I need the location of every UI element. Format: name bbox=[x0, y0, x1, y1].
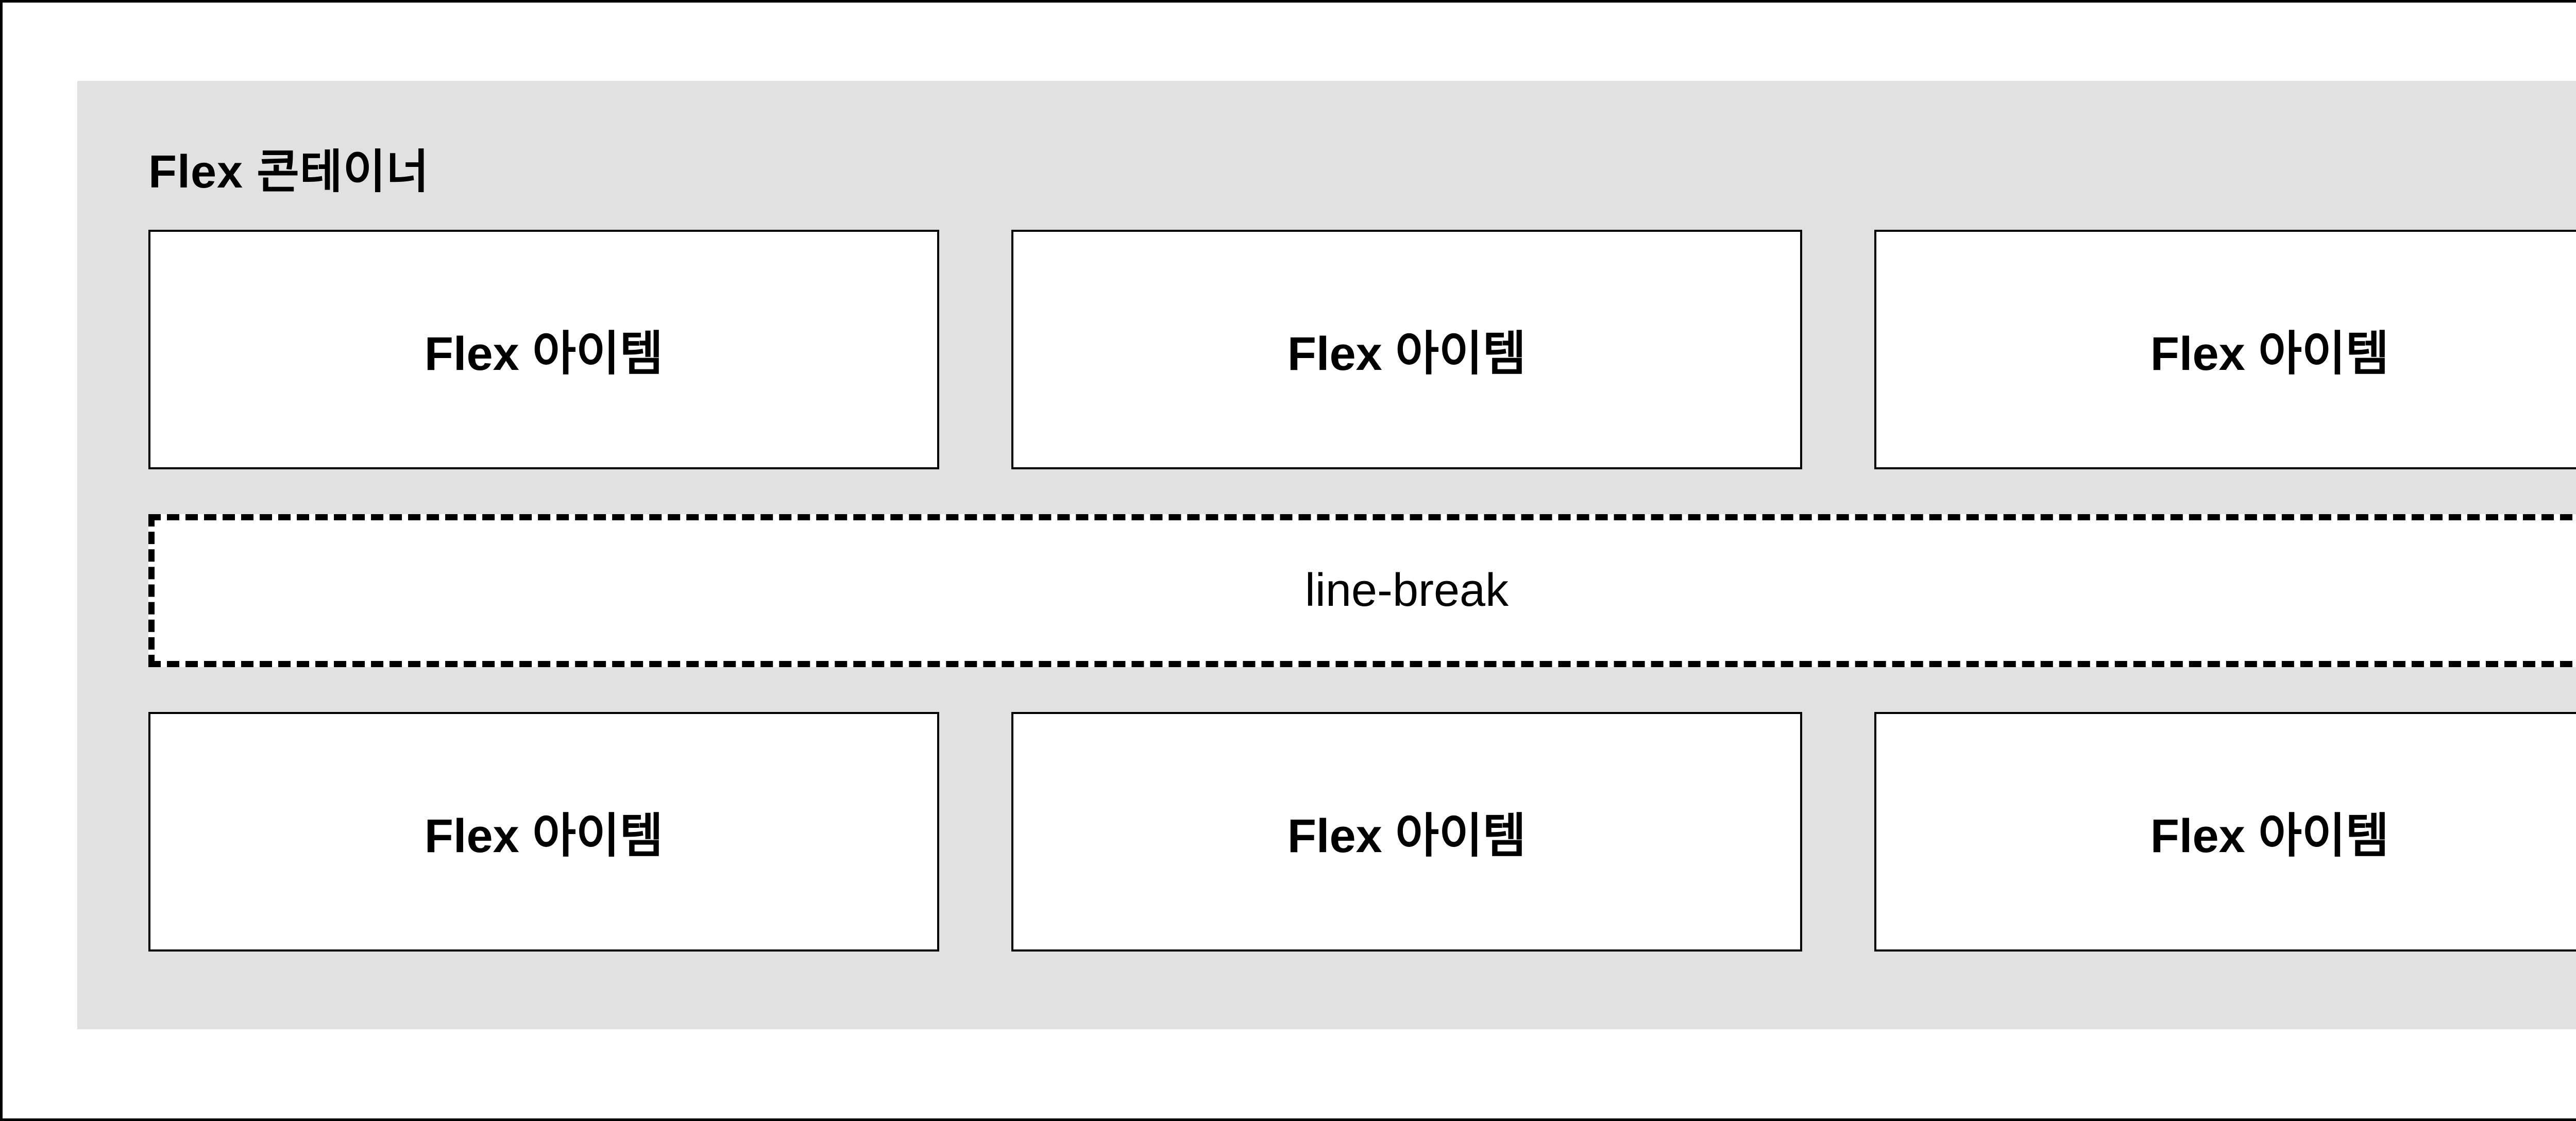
flex-container: Flex 콘테이너 Flex 아이템 Flex 아이템 Flex 아이템 lin… bbox=[77, 81, 2576, 1029]
flex-items-area: Flex 아이템 Flex 아이템 Flex 아이템 line-break Fl… bbox=[148, 230, 2576, 952]
flex-item: Flex 아이템 bbox=[1011, 230, 1802, 469]
flex-item: Flex 아이템 bbox=[1874, 230, 2576, 469]
flex-item: Flex 아이템 bbox=[148, 230, 939, 469]
flex-item: Flex 아이템 bbox=[148, 712, 939, 952]
flex-item: Flex 아이템 bbox=[1011, 712, 1802, 952]
flex-item: Flex 아이템 bbox=[1874, 712, 2576, 952]
line-break-item: line-break bbox=[148, 514, 2576, 667]
flex-container-label: Flex 콘테이너 bbox=[148, 146, 430, 198]
